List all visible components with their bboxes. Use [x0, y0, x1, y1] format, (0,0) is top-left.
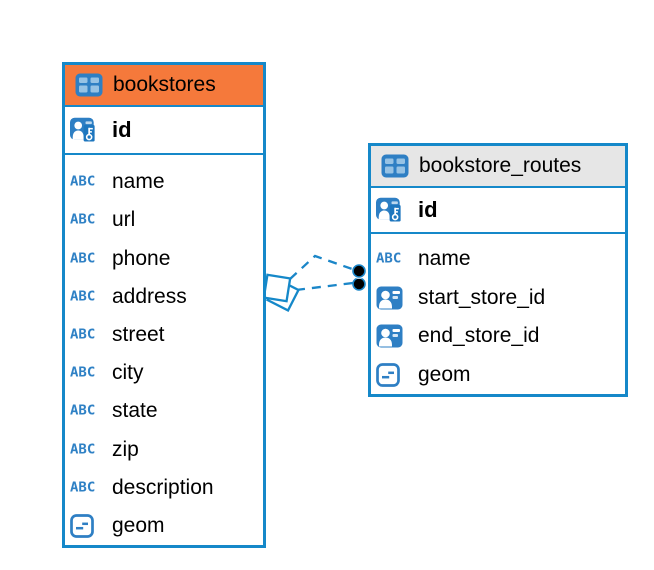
table-icon: [75, 73, 105, 97]
varchar-icon: ABC: [70, 327, 96, 343]
column-name: state: [112, 399, 158, 423]
relation-line-1[interactable]: [289, 254, 356, 280]
column-row-url[interactable]: ABC url: [65, 201, 263, 239]
fk-user-icon: [376, 286, 410, 310]
relation-many-end-marker[interactable]: [262, 273, 301, 313]
column-name: geom: [112, 513, 165, 537]
varchar-icon: ABC: [70, 174, 96, 190]
varchar-icon: ABC: [70, 403, 96, 419]
column-name: phone: [112, 246, 171, 270]
relation-dot-marker-1[interactable]: [352, 264, 366, 278]
column-name: start_store_id: [418, 285, 546, 309]
relation-line-2[interactable]: [295, 281, 354, 292]
varchar-icon: ABC: [70, 442, 96, 457]
column-name: city: [112, 361, 144, 385]
entity-header-bookstore-routes[interactable]: bookstore_routes: [371, 146, 625, 188]
column-name: geom: [418, 362, 471, 386]
column-row-zip[interactable]: ABC zip: [65, 430, 263, 468]
column-name: description: [112, 475, 214, 499]
column-row-description[interactable]: ABC description: [65, 469, 263, 507]
column-name: zip: [112, 437, 139, 461]
column-name: end_store_id: [418, 324, 540, 348]
column-row-id[interactable]: id: [371, 188, 625, 234]
column-name: id: [418, 197, 438, 222]
pk-user-icon: [376, 195, 410, 226]
column-row-phone[interactable]: ABC phone: [65, 239, 263, 277]
column-list: ABC name ABC url ABC phone ABC address A…: [65, 155, 263, 545]
column-row-start-store-id[interactable]: start_store_id: [371, 279, 625, 318]
varchar-icon: ABC: [70, 480, 96, 496]
column-name: id: [112, 117, 132, 142]
varchar-icon: ABC: [376, 251, 402, 267]
column-name: name: [112, 170, 165, 194]
entity-header-bookstores[interactable]: bookstores: [65, 65, 263, 107]
column-name: name: [418, 247, 471, 271]
entity-title: bookstores: [113, 73, 216, 96]
varchar-icon: ABC: [70, 251, 96, 266]
column-row-name[interactable]: ABC name: [65, 163, 263, 201]
column-row-id[interactable]: id: [65, 107, 263, 155]
varchar-icon: ABC: [70, 365, 96, 381]
column-row-end-store-id[interactable]: end_store_id: [371, 317, 625, 356]
entity-bookstore-routes[interactable]: bookstore_routes id: [368, 143, 628, 397]
column-row-city[interactable]: ABC city: [65, 354, 263, 392]
column-row-name[interactable]: ABC name: [371, 240, 625, 279]
fk-user-icon: [376, 324, 410, 348]
column-row-address[interactable]: ABC address: [65, 278, 263, 316]
table-icon: [381, 154, 411, 178]
column-row-geom[interactable]: geom: [371, 356, 625, 395]
column-name: street: [112, 322, 165, 346]
pk-user-icon: [70, 115, 104, 146]
column-name: url: [112, 208, 136, 232]
varchar-icon: ABC: [70, 212, 96, 228]
column-list: ABC name start_store_id: [371, 234, 625, 394]
varchar-icon: ABC: [70, 289, 96, 305]
column-name: address: [112, 284, 187, 308]
entity-bookstores[interactable]: bookstores id A: [62, 62, 266, 548]
column-row-state[interactable]: ABC state: [65, 392, 263, 430]
column-row-street[interactable]: ABC street: [65, 316, 263, 354]
object-icon: [70, 514, 104, 538]
object-icon: [376, 362, 410, 387]
entity-title: bookstore_routes: [419, 154, 582, 177]
column-row-geom[interactable]: geom: [65, 507, 263, 545]
relation-dot-marker-2[interactable]: [352, 277, 366, 291]
